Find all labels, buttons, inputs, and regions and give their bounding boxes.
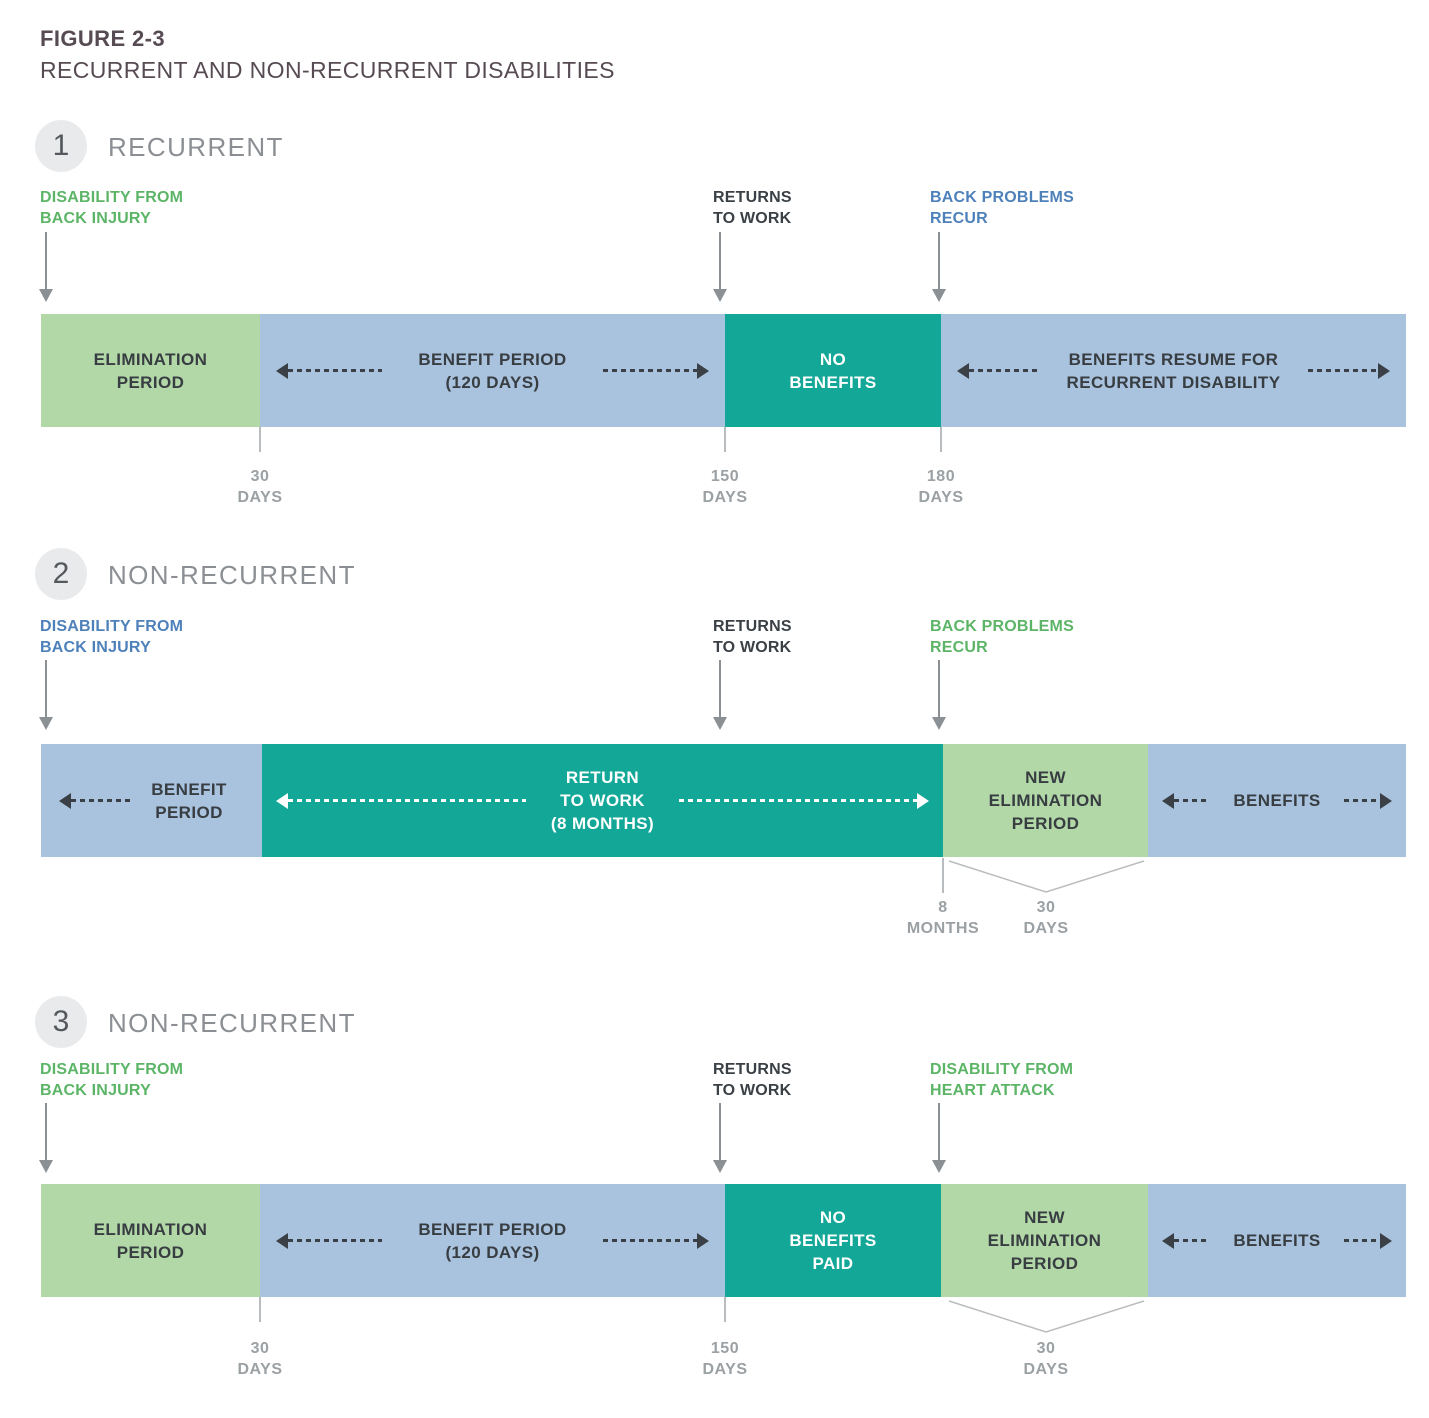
dashed-arrow-left-icon	[276, 362, 382, 379]
section-2-title: NON-RECURRENT	[108, 560, 356, 590]
dashed-arrow-right-icon	[679, 792, 929, 809]
annotation-disability-from-back-injury: DISABILITY FROM BACK INJURY	[40, 1061, 184, 1099]
down-arrow-icon	[38, 660, 53, 730]
annotation-disability-from-heart-attack: DISABILITY FROM HEART ATTACK	[930, 1061, 1074, 1099]
segment-benefits: BENEFITS	[1148, 1184, 1406, 1297]
segment-elimination-period: ELIMINATION PERIOD	[41, 1184, 260, 1297]
section-2-badge: 2	[35, 548, 87, 600]
section-1-number: 1	[52, 129, 70, 162]
segment-no-benefits-paid: NO BENEFITS PAID	[725, 1184, 941, 1297]
tick-30-days: 30 DAYS	[237, 468, 283, 506]
down-arrow-icon	[38, 232, 53, 302]
segment-elimination-period: ELIMINATION PERIOD	[41, 314, 260, 427]
tick-30-days: 30 DAYS	[1023, 1340, 1069, 1378]
annotation-returns-to-work: RETURNS TO WORK	[713, 189, 792, 227]
tick-150-days: 150 DAYS	[702, 1340, 748, 1378]
annotation-disability-from-back-injury: DISABILITY FROM BACK INJURY	[40, 618, 184, 656]
segment-no-benefits: NO BENEFITS	[725, 314, 941, 427]
range-bracket	[948, 860, 1145, 893]
annotation-returns-to-work: RETURNS TO WORK	[713, 1061, 792, 1099]
range-bracket	[948, 1300, 1145, 1333]
dashed-arrow-left-icon	[276, 1232, 382, 1249]
dashed-arrow-left-icon	[957, 362, 1039, 379]
down-arrow-icon	[931, 1103, 946, 1173]
annotation-back-problems-recur: BACK PROBLEMS RECUR	[930, 189, 1074, 227]
segment-new-elimination-period: NEW ELIMINATION PERIOD	[943, 744, 1148, 857]
tick-8-months: 8 MONTHS	[906, 899, 980, 937]
tick-line	[724, 1297, 726, 1322]
segment-new-elimination-period: NEW ELIMINATION PERIOD	[941, 1184, 1148, 1297]
down-arrow-icon	[712, 660, 727, 730]
annotation-disability-from-back-injury: DISABILITY FROM BACK INJURY	[40, 189, 184, 227]
dashed-arrow-right-icon	[603, 362, 709, 379]
dashed-arrow-left-icon	[59, 792, 134, 809]
tick-line	[259, 1297, 261, 1322]
segment-benefit-period: BENEFIT PERIOD (120 DAYS)	[260, 314, 725, 427]
segment-benefit-period: BENEFIT PERIOD (120 DAYS)	[260, 1184, 725, 1297]
dashed-arrow-right-icon	[1308, 362, 1390, 379]
dashed-arrow-right-icon	[603, 1232, 709, 1249]
annotation-back-problems-recur: BACK PROBLEMS RECUR	[930, 618, 1074, 656]
section-1-title: RECURRENT	[108, 132, 284, 162]
section-1-badge: 1	[35, 120, 87, 172]
down-arrow-icon	[712, 1103, 727, 1173]
annotation-returns-to-work: RETURNS TO WORK	[713, 618, 792, 656]
section-3-title: NON-RECURRENT	[108, 1008, 356, 1038]
segment-benefits: BENEFITS	[1148, 744, 1406, 857]
dashed-arrow-left-icon	[276, 792, 526, 809]
figure-label: FIGURE 2-3	[40, 26, 166, 51]
dashed-arrow-left-icon	[1162, 1232, 1210, 1249]
dashed-arrow-right-icon	[1344, 792, 1392, 809]
segment-return-to-work: RETURN TO WORK (8 MONTHS)	[262, 744, 943, 857]
tick-150-days: 150 DAYS	[702, 468, 748, 506]
segment-benefit-period: BENEFIT PERIOD	[41, 744, 262, 857]
tick-30-days: 30 DAYS	[1023, 899, 1069, 937]
tick-180-days: 180 DAYS	[918, 468, 964, 506]
tick-30-days: 30 DAYS	[237, 1340, 283, 1378]
section-3-badge: 3	[35, 996, 87, 1048]
down-arrow-icon	[931, 232, 946, 302]
down-arrow-icon	[712, 232, 727, 302]
dashed-arrow-left-icon	[1162, 792, 1210, 809]
tick-line	[724, 427, 726, 452]
down-arrow-icon	[931, 660, 946, 730]
tick-line	[940, 427, 942, 452]
dashed-arrow-right-icon	[1344, 1232, 1392, 1249]
section-3-number: 3	[52, 1005, 70, 1038]
down-arrow-icon	[38, 1103, 53, 1173]
segment-benefits-resume: BENEFITS RESUME FOR RECURRENT DISABILITY	[941, 314, 1406, 427]
tick-line	[259, 427, 261, 452]
page-title: RECURRENT AND NON-RECURRENT DISABILITIES	[40, 57, 615, 83]
tick-line	[942, 858, 944, 893]
section-2-number: 2	[52, 557, 70, 590]
